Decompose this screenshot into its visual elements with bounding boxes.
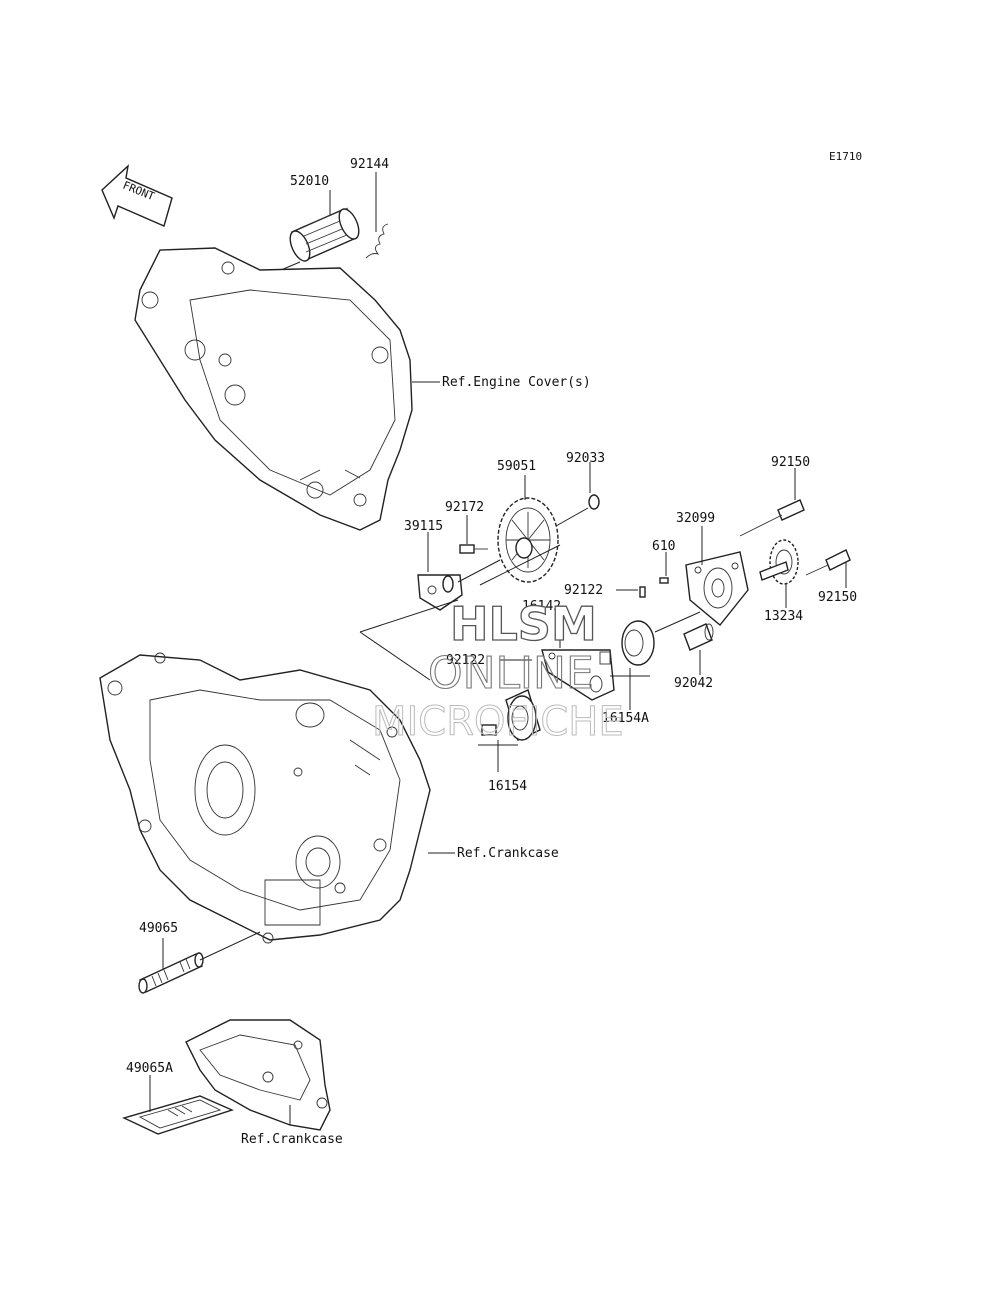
- label-16142: 16142: [522, 599, 561, 614]
- label-49065A: 49065A: [126, 1061, 173, 1076]
- label-16154: 16154: [488, 779, 527, 794]
- label-92122-lower: 92122: [446, 653, 485, 668]
- label-39115: 39115: [404, 519, 443, 534]
- dowel-pin-icon: [639, 586, 646, 598]
- sprocket-icon: [497, 497, 559, 583]
- engine-cover-icon: [134, 247, 413, 531]
- shaft-icon: [138, 952, 204, 994]
- pump-rotor-icon: [481, 689, 541, 741]
- label-92172: 92172: [445, 500, 484, 515]
- pump-cover-icon: [685, 551, 749, 626]
- oil-screen-icon: [122, 1095, 234, 1135]
- circlip-icon: [588, 494, 600, 510]
- ref-crankcase-detail: Ref.Crankcase: [241, 1132, 343, 1147]
- bolt-icon: [739, 499, 805, 537]
- watermark-line2: ONLINE: [428, 648, 594, 699]
- label-52010: 52010: [290, 174, 329, 189]
- pin-icon: [659, 577, 669, 584]
- collar-icon: [683, 623, 714, 651]
- chain-guide-icon: [417, 574, 463, 611]
- crankcase-icon: [99, 652, 431, 944]
- pump-rotor-outer-icon: [621, 620, 655, 666]
- ref-crankcase-main: Ref.Crankcase: [457, 846, 559, 861]
- pump-gear-icon: [759, 539, 799, 585]
- oil-filter-icon: [289, 207, 360, 262]
- label-92150-top: 92150: [771, 455, 810, 470]
- label-92144: 92144: [350, 157, 389, 172]
- front-arrow-icon: FRONT: [101, 164, 173, 227]
- pump-plate-icon: [541, 649, 615, 701]
- watermark-line3: MICROFICHE: [372, 699, 624, 745]
- label-32099: 32099: [676, 511, 715, 526]
- label-16154A: 16154A: [602, 711, 649, 726]
- label-92150-right: 92150: [818, 590, 857, 605]
- bolt-icon: [459, 544, 488, 554]
- spring-icon: [365, 223, 389, 259]
- bolt-icon: [805, 549, 851, 576]
- label-92033: 92033: [566, 451, 605, 466]
- label-92122-upper: 92122: [564, 583, 603, 598]
- ref-engine-cover: Ref.Engine Cover(s): [442, 375, 591, 390]
- label-49065: 49065: [139, 921, 178, 936]
- watermark-line1: HLSM: [450, 597, 597, 651]
- crankcase-detail-icon: [185, 1019, 331, 1131]
- label-610: 610: [652, 539, 675, 554]
- diagram-code: E1710: [829, 150, 862, 163]
- label-59051: 59051: [497, 459, 536, 474]
- label-92042: 92042: [674, 676, 713, 691]
- label-13234: 13234: [764, 609, 803, 624]
